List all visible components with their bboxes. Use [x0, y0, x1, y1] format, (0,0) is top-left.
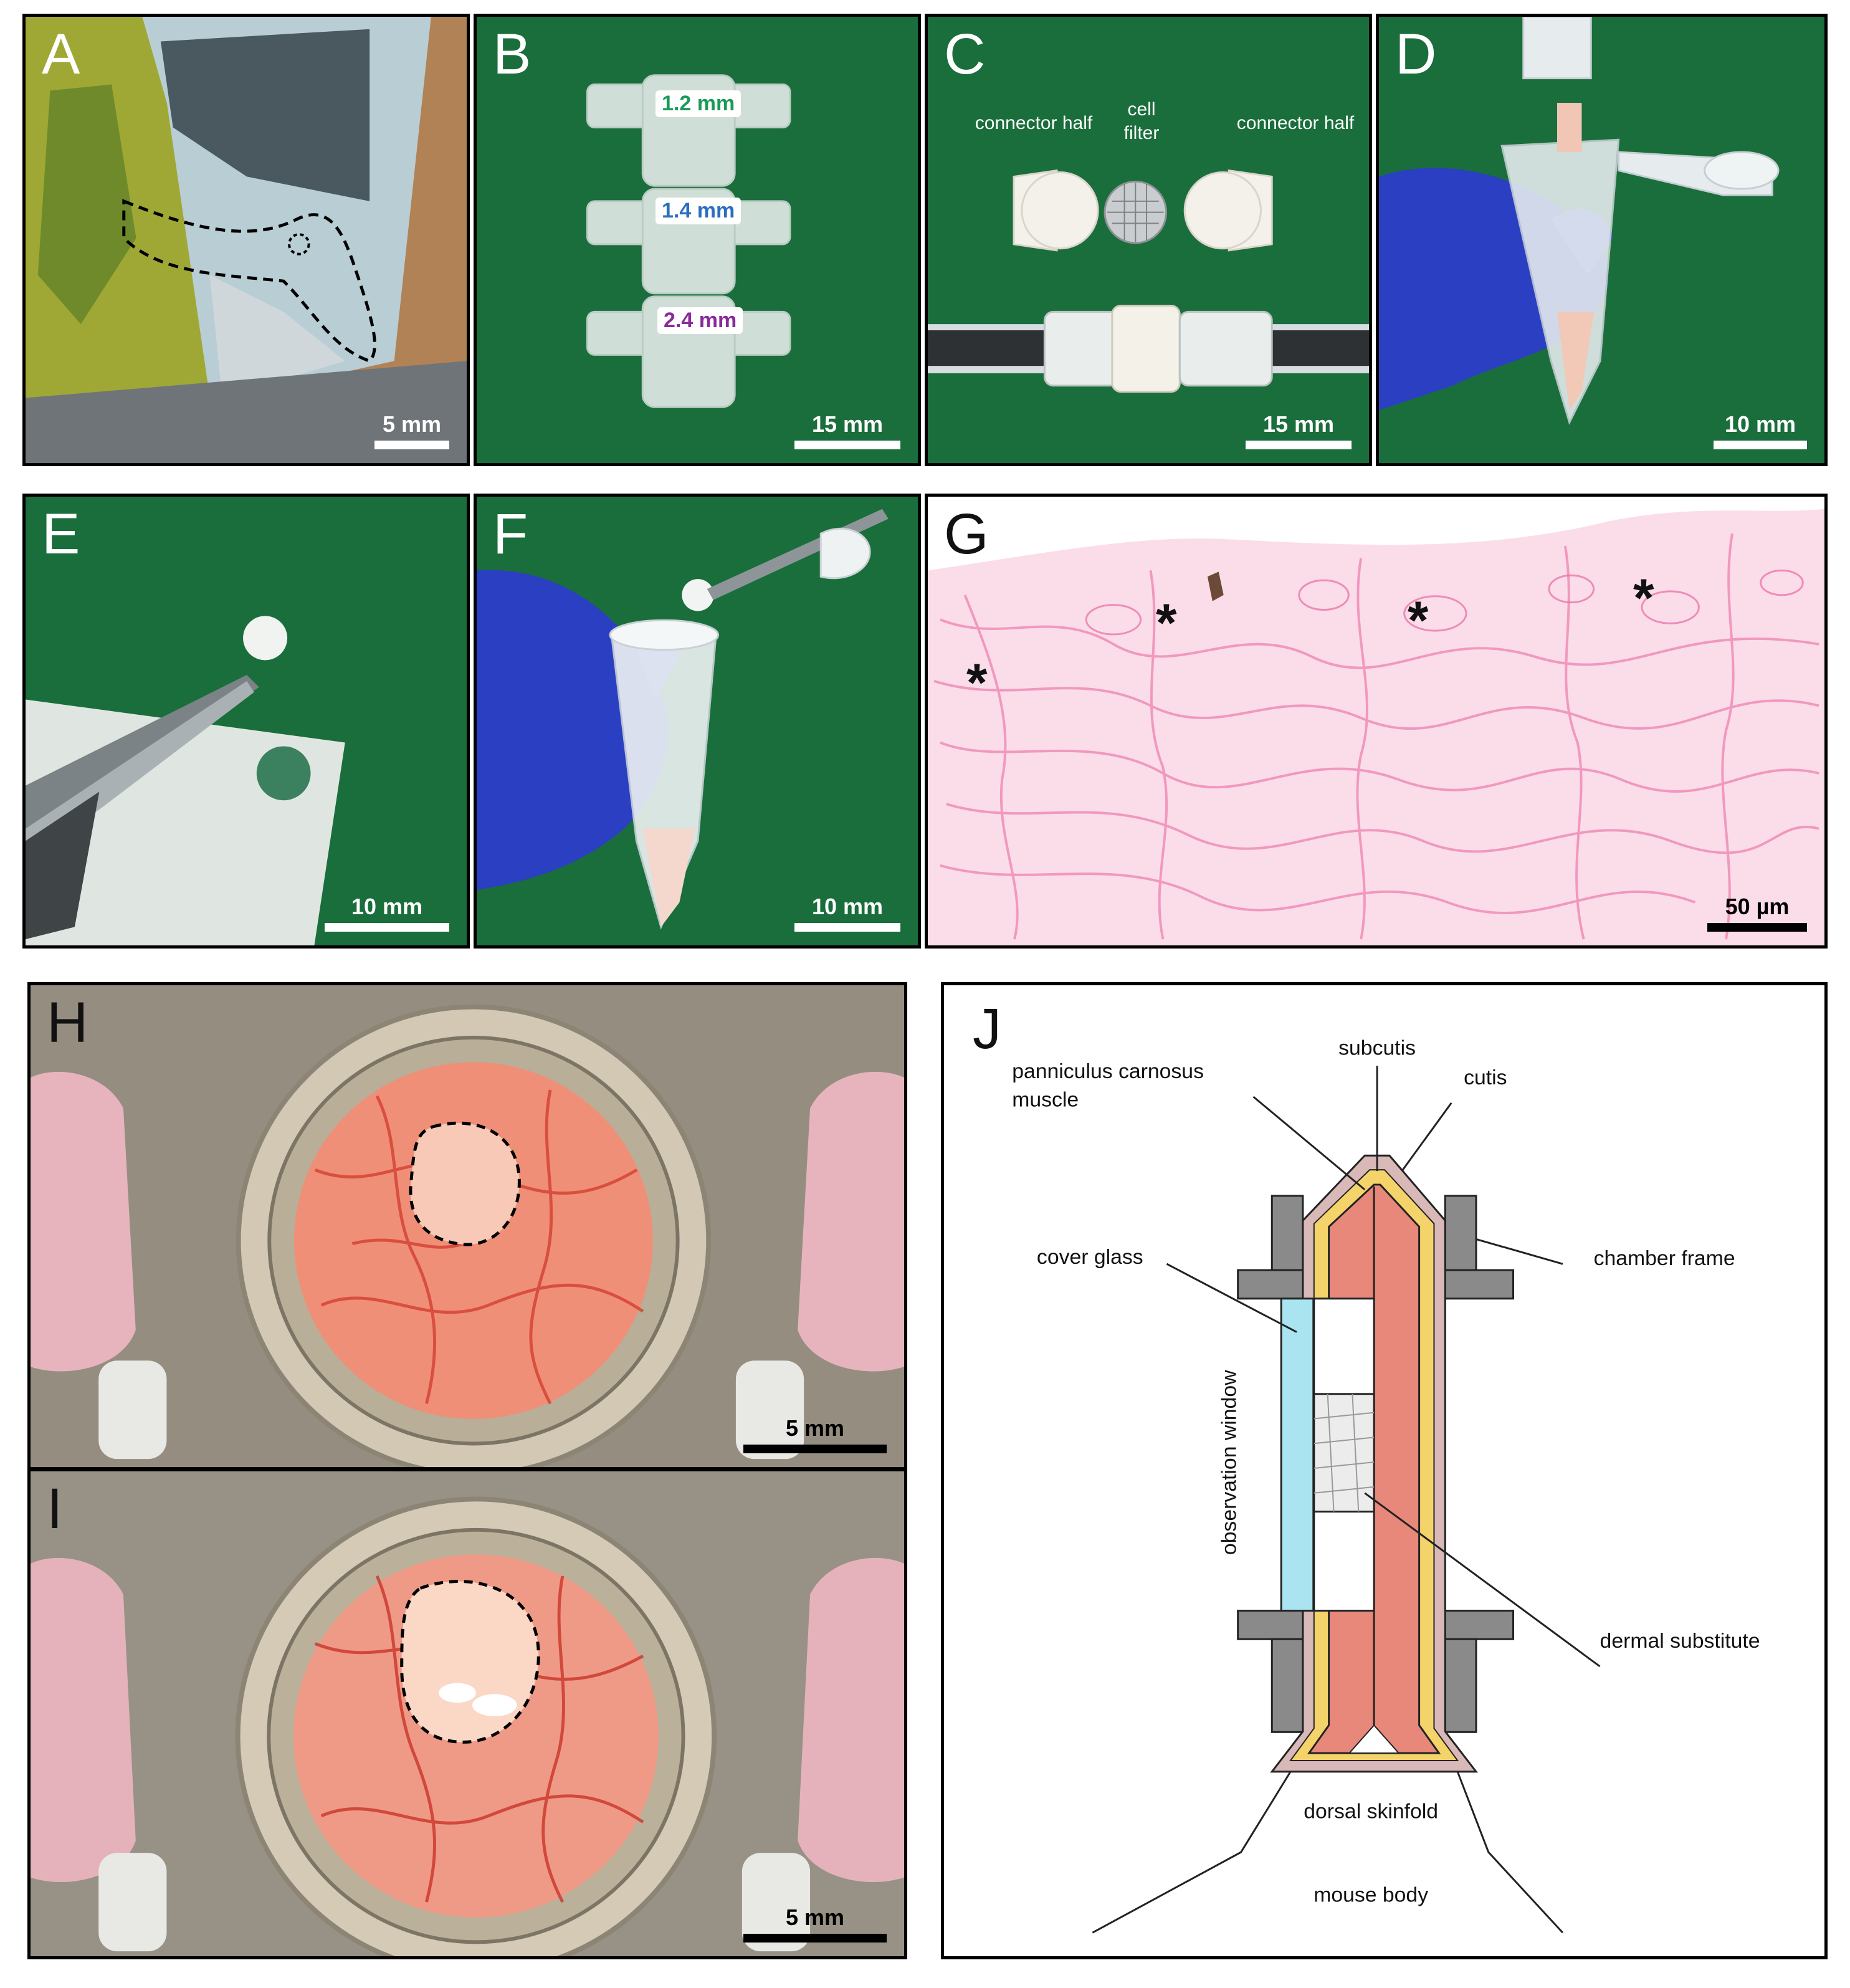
- asterisk-marker-2: *: [1156, 593, 1177, 653]
- size-label-1: 1.2 mm: [656, 90, 741, 117]
- scale-text-b: 15 mm: [811, 411, 884, 437]
- dashed-outline: [122, 199, 376, 363]
- scale-line-h: [743, 1445, 887, 1453]
- panel-a: A 5 mm: [22, 14, 470, 466]
- scale-bar-a: 5 mm: [374, 412, 449, 449]
- scale-bar-c: 15 mm: [1246, 412, 1352, 449]
- photo-chamber-followup: [31, 1471, 904, 1956]
- scale-text-f: 10 mm: [811, 894, 884, 920]
- dashed-outline-h: [409, 1121, 521, 1246]
- panel-label-c: C: [944, 22, 986, 86]
- annotation-connector-left: connector half: [975, 113, 1093, 133]
- label-mouse-body: mouse body: [1314, 1883, 1428, 1907]
- scale-text-i: 5 mm: [785, 1904, 845, 1931]
- scale-line-a: [374, 441, 449, 449]
- panel-label-e: E: [42, 502, 80, 566]
- scale-text-g: 50 µm: [1725, 894, 1790, 920]
- scale-line-g: [1707, 923, 1807, 932]
- scale-text-h: 5 mm: [785, 1415, 845, 1441]
- label-dermal-substitute: dermal substitute: [1600, 1629, 1760, 1653]
- panel-c: C connector half cell filter connector h…: [925, 14, 1372, 466]
- annotation-cell-filter: cell filter: [1123, 99, 1160, 143]
- scale-text-d: 10 mm: [1724, 411, 1796, 437]
- panel-e: E 10 mm: [22, 494, 470, 949]
- panel-label-d: D: [1395, 22, 1437, 86]
- scale-text-e: 10 mm: [351, 894, 423, 920]
- label-dorsal-skinfold: dorsal skinfold: [1304, 1799, 1438, 1823]
- label-subcutis: subcutis: [1338, 1036, 1416, 1059]
- chamber-schematic: subcutis panniculus carnosus muscle cuti…: [1012, 1036, 1760, 1934]
- scale-bar-h: 5 mm: [743, 1416, 887, 1453]
- label-panniculus-line2: muscle: [1012, 1088, 1079, 1112]
- panel-b: B 1.2 mm 1.4 mm 2.4 mm 15 mm: [474, 14, 921, 466]
- photo-tube-disc: [477, 497, 918, 945]
- asterisk-marker-3: *: [1408, 591, 1429, 651]
- panel-i: I 5 mm: [27, 1468, 907, 1959]
- panel-label-j: J: [973, 997, 1001, 1061]
- scale-line-d: [1714, 441, 1807, 449]
- photo-connectors: [477, 17, 918, 463]
- panel-label-i: I: [47, 1477, 63, 1541]
- label-observation-window: observation window: [1218, 1370, 1241, 1555]
- photo-punch-disc: [26, 497, 467, 945]
- scale-bar-g: 50 µm: [1707, 894, 1807, 932]
- scale-line-i: [743, 1934, 887, 1943]
- scale-line-b: [794, 441, 900, 449]
- scale-text-a: 5 mm: [382, 411, 442, 437]
- panel-j: subcutis panniculus carnosus muscle cuti…: [941, 982, 1828, 1959]
- scale-bar-i: 5 mm: [743, 1905, 887, 1943]
- panel-label-f: F: [493, 502, 528, 566]
- label-panniculus-line1: panniculus carnosus: [1012, 1059, 1204, 1083]
- scale-bar-f: 10 mm: [794, 894, 900, 932]
- scale-text-c: 15 mm: [1262, 411, 1335, 437]
- label-cutis: cutis: [1464, 1066, 1507, 1089]
- label-chamber-frame: chamber frame: [1594, 1246, 1735, 1270]
- size-label-3: 2.4 mm: [657, 307, 743, 334]
- panel-h: H 5 mm: [27, 982, 907, 1470]
- panel-label-g: G: [944, 502, 989, 566]
- panel-d: D 10 mm: [1376, 14, 1828, 466]
- size-label-2: 1.4 mm: [656, 198, 741, 224]
- scale-bar-e: 10 mm: [325, 894, 449, 932]
- panel-label-a: A: [42, 22, 80, 86]
- photo-tube-pipetting: [1379, 17, 1824, 463]
- scale-line-c: [1246, 441, 1352, 449]
- scale-line-e: [325, 923, 449, 932]
- asterisk-marker-1: *: [966, 653, 988, 713]
- scale-bar-b: 15 mm: [794, 412, 900, 449]
- annotation-connector-right: connector half: [1236, 113, 1355, 133]
- scale-bar-d: 10 mm: [1714, 412, 1807, 449]
- scale-line-f: [794, 923, 900, 932]
- photo-skinfold-dissection: [26, 17, 467, 463]
- histology-section: [928, 497, 1824, 945]
- panel-label-h: H: [47, 991, 88, 1054]
- photo-chamber-day0: [31, 985, 904, 1467]
- panel-label-b: B: [493, 22, 532, 86]
- asterisk-marker-4: *: [1633, 568, 1654, 628]
- photo-cell-filter: [928, 17, 1369, 463]
- panel-f: F 10 mm: [474, 494, 921, 949]
- panel-g: G * * * * 50 µm: [925, 494, 1828, 949]
- label-cover-glass: cover glass: [1037, 1245, 1143, 1269]
